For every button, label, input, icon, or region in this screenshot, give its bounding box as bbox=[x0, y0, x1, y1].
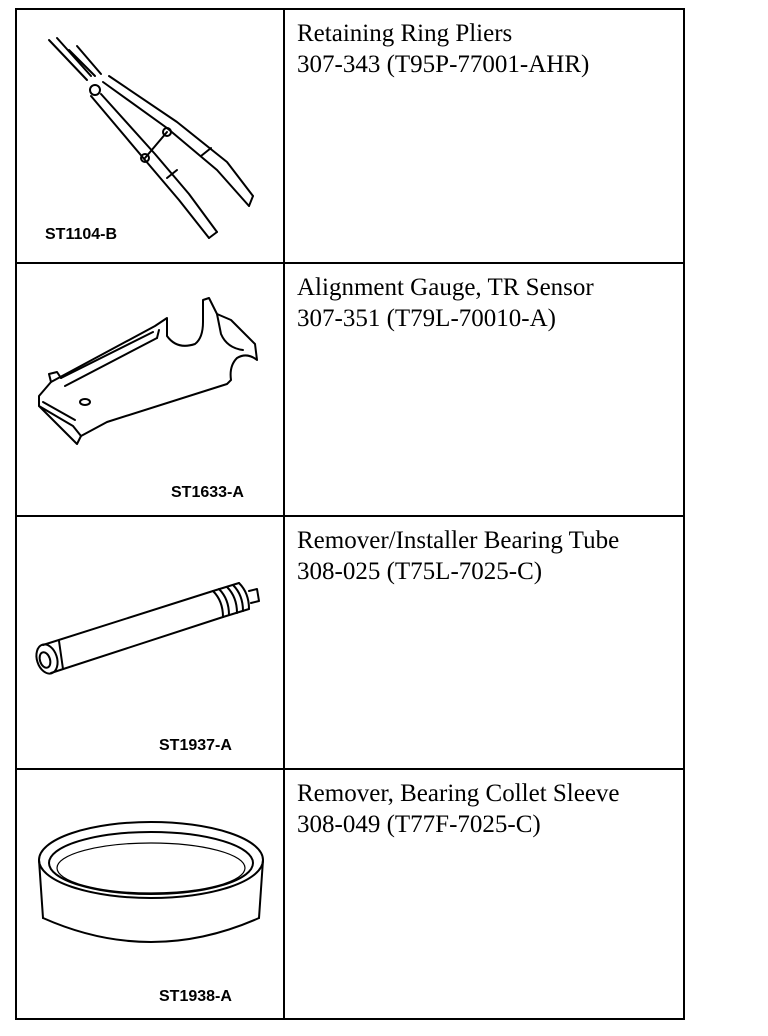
tool-description-cell: Retaining Ring Pliers 307-343 (T95P-7700… bbox=[285, 10, 683, 264]
image-code-label: ST1937-A bbox=[159, 737, 232, 754]
tool-illustration-cell: ST1937-A bbox=[17, 517, 285, 770]
tool-description-cell: Remover, Bearing Collet Sleeve 308-049 (… bbox=[285, 770, 683, 1018]
image-code-label: ST1938-A bbox=[159, 988, 232, 1005]
tool-name: Alignment Gauge, TR Sensor bbox=[297, 274, 594, 301]
tool-number: 307-351 (T79L-70010-A) bbox=[297, 305, 556, 332]
tool-description-cell: Remover/Installer Bearing Tube 308-025 (… bbox=[285, 517, 683, 770]
tool-number: 308-049 (T77F-7025-C) bbox=[297, 811, 541, 838]
tool-name: Retaining Ring Pliers bbox=[297, 20, 513, 47]
tool-illustration-cell: ST1938-A bbox=[17, 770, 285, 1018]
bearing-tube-icon bbox=[35, 582, 260, 675]
tool-number: 307-343 (T95P-77001-AHR) bbox=[297, 51, 590, 78]
tool-illustration-cell: ST1104-B bbox=[17, 10, 285, 264]
tool-illustration-cell: ST1633-A bbox=[17, 264, 285, 517]
tool-name: Remover/Installer Bearing Tube bbox=[297, 527, 620, 554]
collet-sleeve-icon bbox=[38, 821, 264, 943]
alignment-gauge-icon bbox=[38, 297, 258, 445]
retaining-ring-pliers-icon bbox=[48, 37, 254, 239]
image-code-label: ST1104-B bbox=[45, 226, 118, 243]
tool-number: 308-025 (T75L-7025-C) bbox=[297, 558, 543, 585]
tool-description-cell: Alignment Gauge, TR Sensor 307-351 (T79L… bbox=[285, 264, 683, 517]
special-tools-table: ST1104-B Retaining Ring Pliers 307-343 (… bbox=[15, 8, 685, 1020]
image-code-label: ST1633-A bbox=[171, 484, 244, 501]
tool-name: Remover, Bearing Collet Sleeve bbox=[297, 780, 620, 807]
